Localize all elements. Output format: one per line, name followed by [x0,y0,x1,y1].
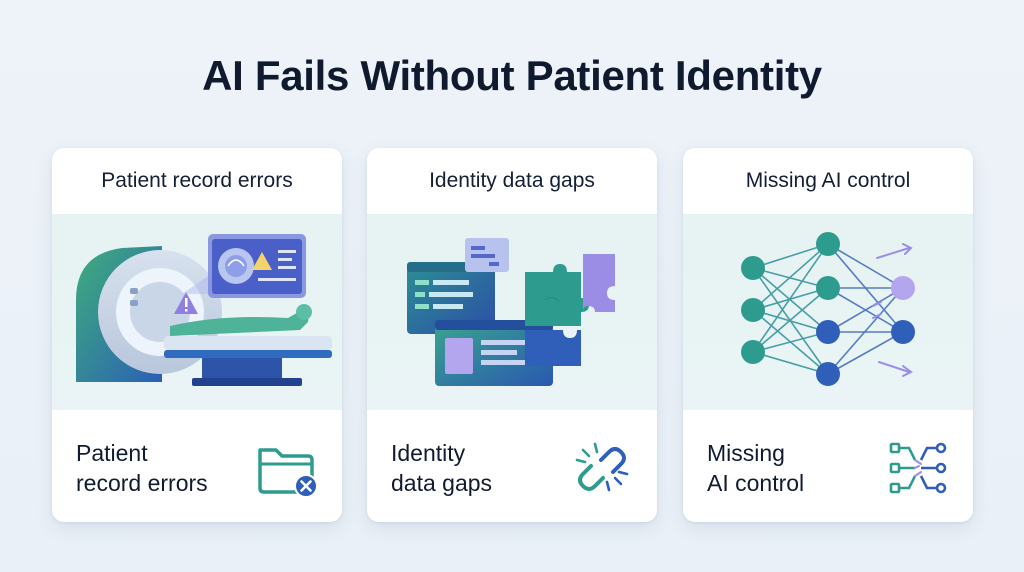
page-title: AI Fails Without Patient Identity [202,52,822,99]
neural-network-illustration [683,214,973,410]
card-heading: Identity data gaps [429,169,595,192]
puzzle-windows-icon [407,238,615,386]
card-footer: Missing AI control [683,410,973,522]
mri-scanner-illustration [52,214,342,410]
card-heading: Missing AI control [745,169,911,192]
card-missing-ai-control: Missing AI control [683,148,973,522]
network-routing-icon [885,436,951,500]
card-footer: Patient record errors [52,410,342,522]
card-footer: Identity data gaps [367,410,657,522]
neural-network-icon [741,232,915,386]
folder-error-icon [254,436,320,500]
data-windows-illustration [367,214,657,410]
card-label: Missing AI control [707,440,805,496]
card-heading: Patient record errors [101,169,293,192]
card-label: Identity data gaps [391,440,493,496]
card-row: Patient record errors [52,148,973,522]
card-label: Patient record errors [76,440,208,496]
mri-scanner-icon [76,234,332,386]
broken-link-icon [569,436,635,500]
card-patient-record-errors: Patient record errors [52,148,342,522]
card-identity-data-gaps: Identity data gaps [367,148,657,522]
